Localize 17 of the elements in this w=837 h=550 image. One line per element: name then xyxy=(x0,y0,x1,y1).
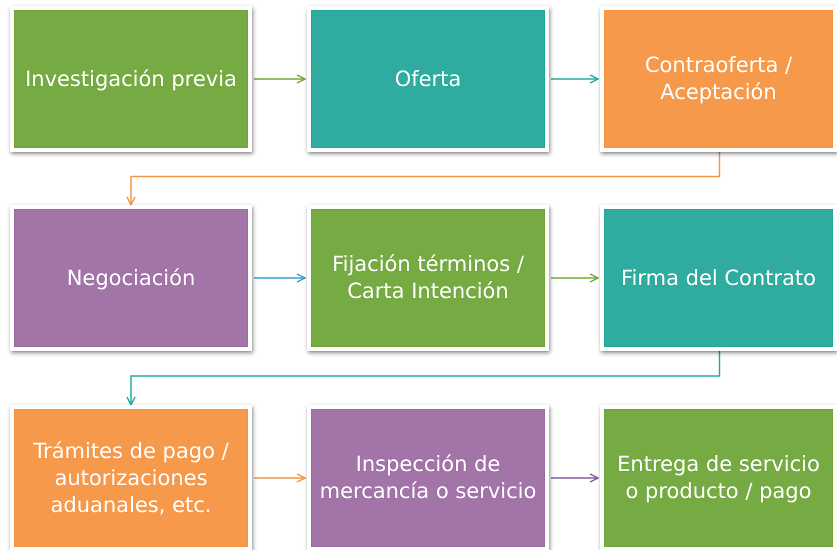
step-label: Oferta xyxy=(394,66,462,92)
arrow xyxy=(551,74,599,84)
step-label: Investigación previa xyxy=(25,66,237,92)
arrow xyxy=(254,473,306,483)
step-label: Fijación términos / Carta Intención xyxy=(331,251,525,305)
arrow xyxy=(254,74,306,84)
arrow xyxy=(551,273,599,283)
step-label: Entrega de servicio o producto / pago xyxy=(616,451,821,505)
step-label: Firma del Contrato xyxy=(620,264,816,292)
arrow xyxy=(551,473,599,483)
arrow xyxy=(126,351,720,406)
arrow xyxy=(126,152,720,206)
step-label: Trámites de pago / autorizaciones aduanales, etc. xyxy=(32,438,230,518)
arrow xyxy=(254,273,306,283)
step-label: Contraoferta / Aceptación xyxy=(644,52,794,106)
step-label: Inspección de mercancía o servicio xyxy=(318,451,538,505)
step-label: Negociación xyxy=(66,264,196,292)
